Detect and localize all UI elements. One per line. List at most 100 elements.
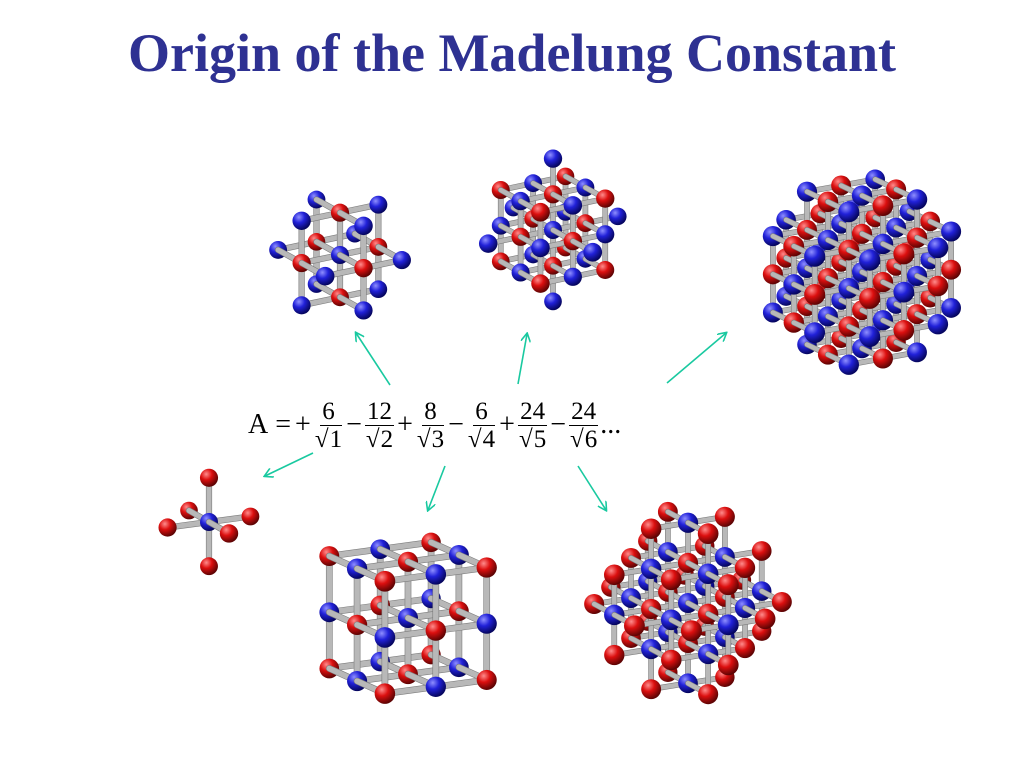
formula-sign-5: + xyxy=(499,409,515,440)
radical-symbol: √ xyxy=(416,425,431,453)
cation-atom xyxy=(478,234,498,253)
anion-atom xyxy=(200,557,218,576)
lattice-cluster-4 xyxy=(478,149,627,311)
fraction-denominator: √6 xyxy=(568,424,599,453)
fraction-denominator: √1 xyxy=(313,424,344,453)
cation-atom xyxy=(893,281,915,303)
anion-atom xyxy=(698,684,719,705)
cation-atom xyxy=(927,237,949,259)
anion-atom xyxy=(804,283,826,305)
anion-atom xyxy=(717,574,739,596)
cation-atom xyxy=(315,266,335,286)
cation-atom xyxy=(425,676,446,697)
anion-atom xyxy=(893,243,915,265)
lattice-cluster-3 xyxy=(319,532,497,704)
formula-sign-1: + xyxy=(295,409,311,440)
cation-atom xyxy=(354,216,373,236)
anion-atom xyxy=(374,570,396,592)
anion-atom xyxy=(623,615,645,637)
arrow-to-shell-6 xyxy=(666,333,726,384)
anion-atom xyxy=(603,564,625,586)
fraction-numerator: 24 xyxy=(518,397,548,426)
formula-sign-6: − xyxy=(550,409,566,440)
lattice-cluster-6 xyxy=(762,169,962,375)
anion-atom xyxy=(158,518,177,537)
fraction-numerator: 12 xyxy=(364,397,394,426)
fraction-denominator: √5 xyxy=(517,424,548,453)
anion-atom xyxy=(354,258,373,278)
anion-atom xyxy=(425,620,447,641)
cation-atom xyxy=(425,564,447,585)
cation-atom xyxy=(563,267,582,286)
anion-atom xyxy=(734,557,756,578)
formula-fraction-5: 24√5 xyxy=(517,398,548,453)
anion-atom xyxy=(596,189,615,208)
cation-atom xyxy=(543,149,563,168)
madelung-series-formula: A = +6√1−12√2+8√3−6√4+24√5−24√6 ... xyxy=(248,393,621,457)
formula-sign-3: + xyxy=(397,409,413,440)
formula-sign-4: − xyxy=(448,409,464,440)
fraction-denominator: √4 xyxy=(466,424,497,453)
fraction-numerator: 6 xyxy=(320,397,337,426)
cation-atom xyxy=(804,245,826,267)
anion-atom xyxy=(872,195,894,217)
formula-sign-2: − xyxy=(346,409,362,440)
cation-atom xyxy=(583,242,603,262)
anion-atom xyxy=(872,348,893,369)
radical-symbol: √ xyxy=(569,425,584,453)
radical-symbol: √ xyxy=(314,425,329,453)
radicand: 2 xyxy=(379,424,394,453)
cation-atom xyxy=(941,298,961,318)
anion-atom xyxy=(476,669,497,690)
cation-atom xyxy=(292,211,311,230)
radical-symbol: √ xyxy=(467,425,482,453)
cation-atom xyxy=(531,238,550,258)
anion-atom xyxy=(734,638,756,659)
radical-symbol: √ xyxy=(365,425,380,453)
arrows xyxy=(265,333,726,510)
radical-symbol: √ xyxy=(518,425,533,453)
cation-atom xyxy=(927,313,949,335)
anion-atom xyxy=(941,259,962,280)
anion-atom xyxy=(219,524,239,543)
cation-atom xyxy=(354,301,373,320)
lattice-cluster-5 xyxy=(584,501,792,705)
anion-atom xyxy=(660,569,682,591)
fraction-numerator: 8 xyxy=(422,397,439,426)
cation-atom xyxy=(392,251,411,270)
lattice-cluster-1 xyxy=(158,468,260,576)
arrow-to-shell-4 xyxy=(517,334,527,385)
radicand: 4 xyxy=(481,424,496,453)
cation-atom xyxy=(838,354,859,375)
cation-atom xyxy=(369,195,388,214)
formula-fraction-1: 6√1 xyxy=(313,398,344,453)
anion-atom xyxy=(697,523,719,545)
radicand: 1 xyxy=(328,424,343,453)
slide-title: Origin of the Madelung Constant xyxy=(127,23,897,83)
anion-atom xyxy=(531,274,550,293)
formula-fraction-6: 24√6 xyxy=(568,398,599,453)
cation-atom xyxy=(859,326,881,348)
cation-atom xyxy=(369,280,388,299)
anion-atom xyxy=(604,644,625,666)
cation-atom xyxy=(563,196,583,215)
cation-atom xyxy=(906,189,928,210)
anion-atom xyxy=(476,557,497,578)
anion-atom xyxy=(714,506,735,527)
cation-atom xyxy=(476,613,497,634)
fraction-denominator: √3 xyxy=(415,424,446,453)
arrow-to-shell-1 xyxy=(265,452,314,476)
formula-equals: = xyxy=(275,409,292,440)
cation-atom xyxy=(838,201,860,223)
anion-atom xyxy=(596,261,615,279)
radicand: 3 xyxy=(430,424,445,453)
fraction-denominator: √2 xyxy=(364,424,395,453)
anion-atom xyxy=(241,507,260,526)
anion-atom xyxy=(531,202,550,222)
anion-atom xyxy=(754,608,776,630)
fraction-numerator: 6 xyxy=(473,397,490,426)
formula-fraction-3: 8√3 xyxy=(415,398,446,453)
formula-fraction-2: 12√2 xyxy=(364,398,395,453)
radicand: 5 xyxy=(532,424,547,453)
